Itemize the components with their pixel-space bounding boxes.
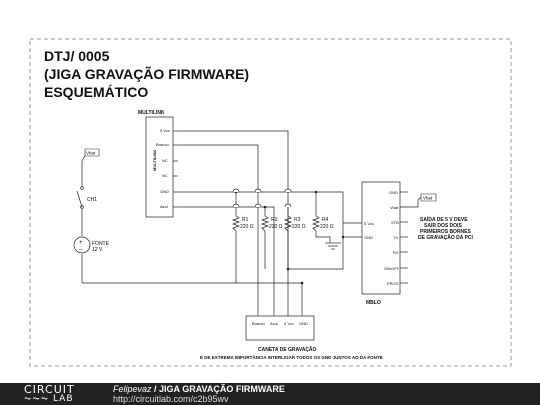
vbat-left-flag [84, 148, 100, 157]
junctions [234, 190, 345, 285]
vbat-left-label: Vbat [86, 151, 96, 156]
vbat-right-label: Vbat [423, 196, 433, 201]
note-line3: PRIMEIROS BORNES [420, 229, 472, 235]
r1-name: R1 [242, 217, 249, 223]
mblo-right-rx: RX [393, 250, 399, 255]
multilink-pin-nc2: NC [162, 173, 168, 178]
footer-title: Felipevaz / JIGA GRAVAÇÃO FIRMWARE [113, 384, 285, 394]
mblo-left-gnd: GND [364, 235, 373, 240]
r2-value: 220 Ω [269, 224, 283, 230]
title-line2: (JIGA GRAVAÇÃO FIRMWARE) [44, 65, 249, 82]
r3-name: R3 [294, 217, 301, 223]
note-line2: SAIR DOS DOIS [424, 223, 462, 229]
footer-bar: CIRCUIT ⏦⏦⏦ LAB Felipevaz / JIGA GRAVAÇÃ… [0, 383, 540, 405]
logo-bottom-text: LAB [52, 394, 74, 404]
r3-value: 220 Ω [292, 224, 306, 230]
wires [81, 130, 422, 316]
note-line4: DE GRAVAÇÃO DA PCI [418, 234, 474, 241]
multilink-pin-branco: Branco [156, 142, 169, 147]
multilink-pin-gnd: GND [160, 189, 169, 194]
mblo-right-stb: STB [391, 220, 399, 225]
mblo-right-onoff: ON/OFF [384, 266, 400, 271]
multilink-vertical-label: MULTILINK [152, 150, 157, 171]
r4-name: R4 [322, 217, 329, 223]
logo-top-text: CIRCUIT [24, 383, 75, 396]
caneta-pin-branco: Branco [252, 321, 265, 326]
caneta-pin-gnd: GND [299, 321, 308, 326]
footer-url[interactable]: http://circuitlab.com/c2b95wv [113, 394, 229, 404]
caneta-label: CANETA DE GRAVAÇÃO [258, 346, 317, 353]
resistor-r1 [231, 215, 241, 232]
title-line1: DTJ/ 0005 [44, 48, 110, 64]
resistor-r4 [311, 215, 321, 232]
note-line1: SAÍDA DE 5 V DEVE [420, 215, 468, 223]
circuitlab-logo[interactable]: CIRCUIT ⏦⏦⏦ LAB [24, 384, 75, 404]
resistor-r2 [260, 215, 270, 232]
vbat-right-flag [420, 193, 437, 202]
footer-author[interactable]: Felipevaz [113, 384, 152, 394]
multilink-pin-5vcc: 5 Vcc [160, 128, 170, 133]
r4-value: 220 Ω [320, 224, 334, 230]
wire-hops [232, 188, 292, 208]
r1-value: 220 Ω [240, 224, 254, 230]
multilink-pin-nc1: NC [162, 158, 168, 163]
multilink-pin-azul: Azul [160, 204, 168, 209]
sheet-border [29, 38, 512, 367]
mblo-left-5vcc: 5 Vcc [364, 221, 374, 226]
title-line3: ESQUEMÁTICO [44, 84, 148, 100]
mblo-right-vbat: Vbat [390, 205, 399, 210]
caneta-pin-azul: Azul [270, 321, 278, 326]
caneta-box [245, 315, 315, 341]
mblo-right-gnd: GND [389, 190, 398, 195]
multilink-box [145, 116, 174, 218]
source-plus: + [79, 240, 83, 246]
multilink-label: MULTILINK [138, 110, 165, 116]
footer-separator: / [151, 384, 160, 394]
voltage-source [73, 236, 91, 254]
source-minus: − [79, 247, 83, 253]
warning-text: É DE EXTREMA IMPORTÂNCIA INTERLIGAR TODO… [200, 353, 383, 360]
mblo-right-tx: TX [393, 235, 398, 240]
switch-label: CH1 [87, 197, 97, 203]
switch-ch1 [76, 186, 84, 209]
caneta-pin-5vcc: 5 Vcc [284, 321, 294, 326]
source-voltage: 12 V [92, 247, 103, 253]
mblo-box [361, 181, 401, 295]
source-label: FONTE [92, 241, 110, 247]
r2-name: R2 [271, 217, 278, 223]
mblo-right-prog: PROG [387, 281, 399, 286]
logo-wave-icon: ⏦⏦⏦ [24, 394, 50, 404]
footer-project: JIGA GRAVAÇÃO FIRMWARE [159, 384, 285, 394]
resistor-r3 [283, 215, 293, 232]
mblo-label: MBLO [366, 300, 381, 306]
